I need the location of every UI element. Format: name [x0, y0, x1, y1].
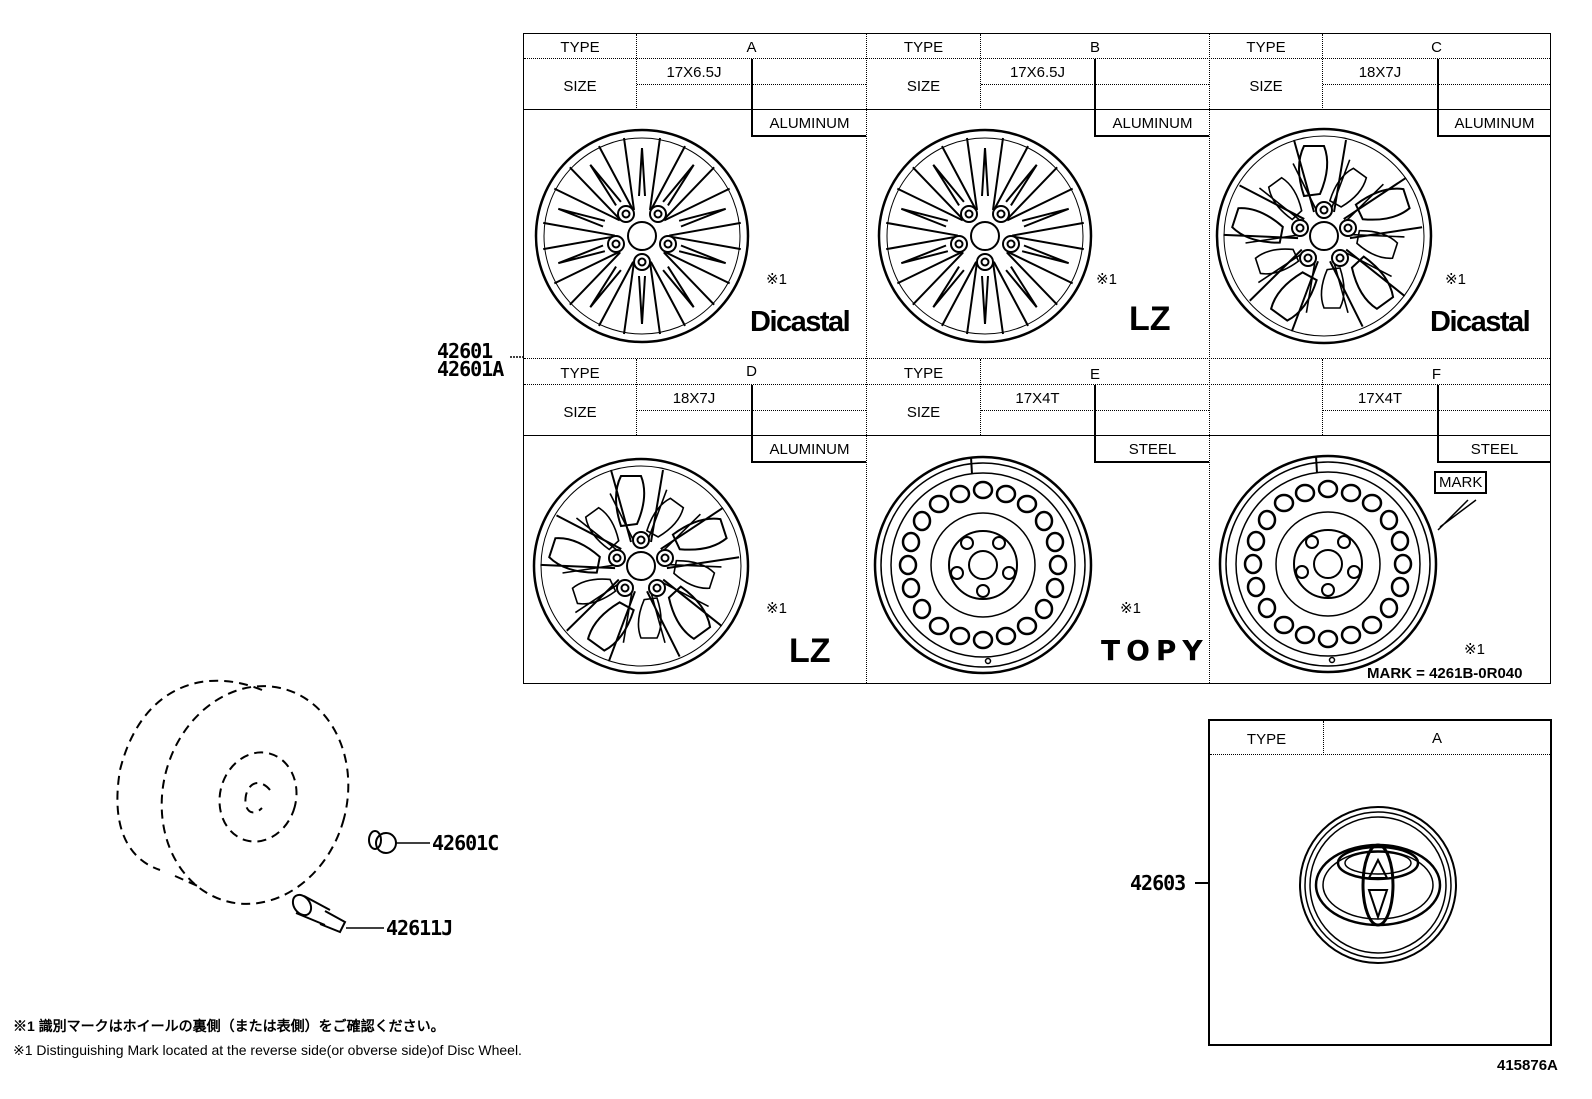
size-value-e: 17X4T: [1015, 390, 1060, 407]
size-label: SIZE: [563, 78, 597, 95]
type-label: TYPE: [903, 39, 944, 56]
material-tag-d: ALUMINUM: [751, 436, 866, 463]
size-label: SIZE: [1249, 78, 1283, 95]
brand-logo-topy: TOPY: [1101, 634, 1209, 667]
note-mark-d: ※1: [766, 600, 787, 617]
label-divider: [980, 34, 981, 110]
part-number-wheel-alt[interactable]: 42601A: [437, 357, 504, 381]
brand-logo-dicastal: Dicastal: [1430, 306, 1531, 338]
material-tag-e: STEEL: [1094, 436, 1209, 463]
type-label: TYPE: [560, 365, 600, 382]
size-value-c: 18X7J: [1358, 64, 1402, 81]
diagram-id: 415876A: [1497, 1057, 1558, 1074]
type-label: TYPE: [560, 39, 600, 56]
size-label: SIZE: [906, 404, 941, 421]
footnote-ja: ※1 識別マークはホイールの裏側（または表側）をご確認ください。: [13, 1018, 445, 1034]
material-tag-c: ALUMINUM: [1437, 110, 1550, 137]
size-value-d: 18X7J: [672, 390, 716, 407]
cap-type-label: TYPE: [1246, 731, 1287, 748]
mark-callout: MARK: [1434, 471, 1488, 494]
tire-drawing: [116, 679, 350, 905]
size-split: [1094, 385, 1096, 436]
size-split: [1094, 59, 1096, 110]
material-tag-b: ALUMINUM: [1094, 110, 1209, 137]
type-value-a: A: [746, 39, 757, 56]
size-value-b: 17X6.5J: [1009, 64, 1066, 81]
note-mark-c: ※1: [1445, 271, 1466, 288]
type-value-f: F: [1431, 366, 1442, 383]
size-split: [1437, 385, 1439, 436]
part-number-valve[interactable]: 42611J: [386, 916, 453, 940]
type-row-divider: [524, 384, 1550, 385]
brand-logo-lz: LZ: [789, 632, 831, 670]
part-number-wheel[interactable]: 42601: [437, 339, 493, 363]
size-value-a: 17X6.5J: [666, 64, 722, 81]
type-value-d: D: [746, 363, 757, 380]
cap-type-value: A: [1431, 730, 1442, 747]
type-value-b: B: [1089, 39, 1100, 56]
col-divider: [866, 34, 867, 683]
part-number-cap[interactable]: 42603: [1130, 871, 1186, 895]
type-value-c: C: [1431, 39, 1442, 56]
size-value-f: 17X4T: [1357, 390, 1403, 407]
part-number-nut[interactable]: 42601C: [432, 831, 499, 855]
size-subrow: [1323, 410, 1550, 411]
type-label: TYPE: [1246, 39, 1286, 56]
mark-code: MARK = 4261B-0R040: [1367, 665, 1523, 682]
material-tag-a: ALUMINUM: [751, 110, 866, 137]
wheel-spec-table: TYPE A SIZE 17X6.5J TYPE B SIZE 17X6.5J …: [523, 33, 1551, 684]
type-label: TYPE: [903, 365, 944, 382]
col-divider: [1209, 34, 1210, 683]
label-divider: [636, 34, 637, 110]
size-split: [1437, 59, 1439, 110]
valve-stem-drawing: [291, 893, 384, 934]
lug-nut-drawing: [368, 830, 430, 854]
note-mark-e: ※1: [1120, 600, 1141, 617]
size-label: SIZE: [906, 78, 941, 95]
size-subrow: [1323, 84, 1550, 85]
cap-row-divider: [1210, 754, 1550, 755]
footnote-en: ※1 Distinguishing Mark located at the re…: [13, 1042, 522, 1058]
cap-spec-table: TYPE A: [1208, 719, 1552, 1046]
size-label: SIZE: [563, 404, 597, 421]
material-tag-f: STEEL: [1437, 436, 1550, 463]
row-divider: [524, 109, 1550, 110]
label-divider: [636, 359, 637, 435]
label-divider: [1322, 359, 1323, 435]
size-split: [751, 59, 753, 110]
note-mark-f: ※1: [1464, 641, 1485, 658]
size-split: [751, 385, 753, 436]
row-divider: [524, 435, 1550, 436]
note-mark-b: ※1: [1096, 271, 1117, 288]
type-row-divider: [524, 58, 1550, 59]
brand-logo-dicastal: Dicastal: [750, 306, 851, 338]
cap-col-divider: [1323, 721, 1324, 755]
label-divider: [1322, 34, 1323, 110]
type-value-e: E: [1089, 366, 1100, 383]
note-mark-a: ※1: [766, 271, 787, 288]
row-divider: [524, 358, 1550, 359]
label-divider: [980, 359, 981, 435]
brand-logo-lz: LZ: [1129, 300, 1171, 338]
